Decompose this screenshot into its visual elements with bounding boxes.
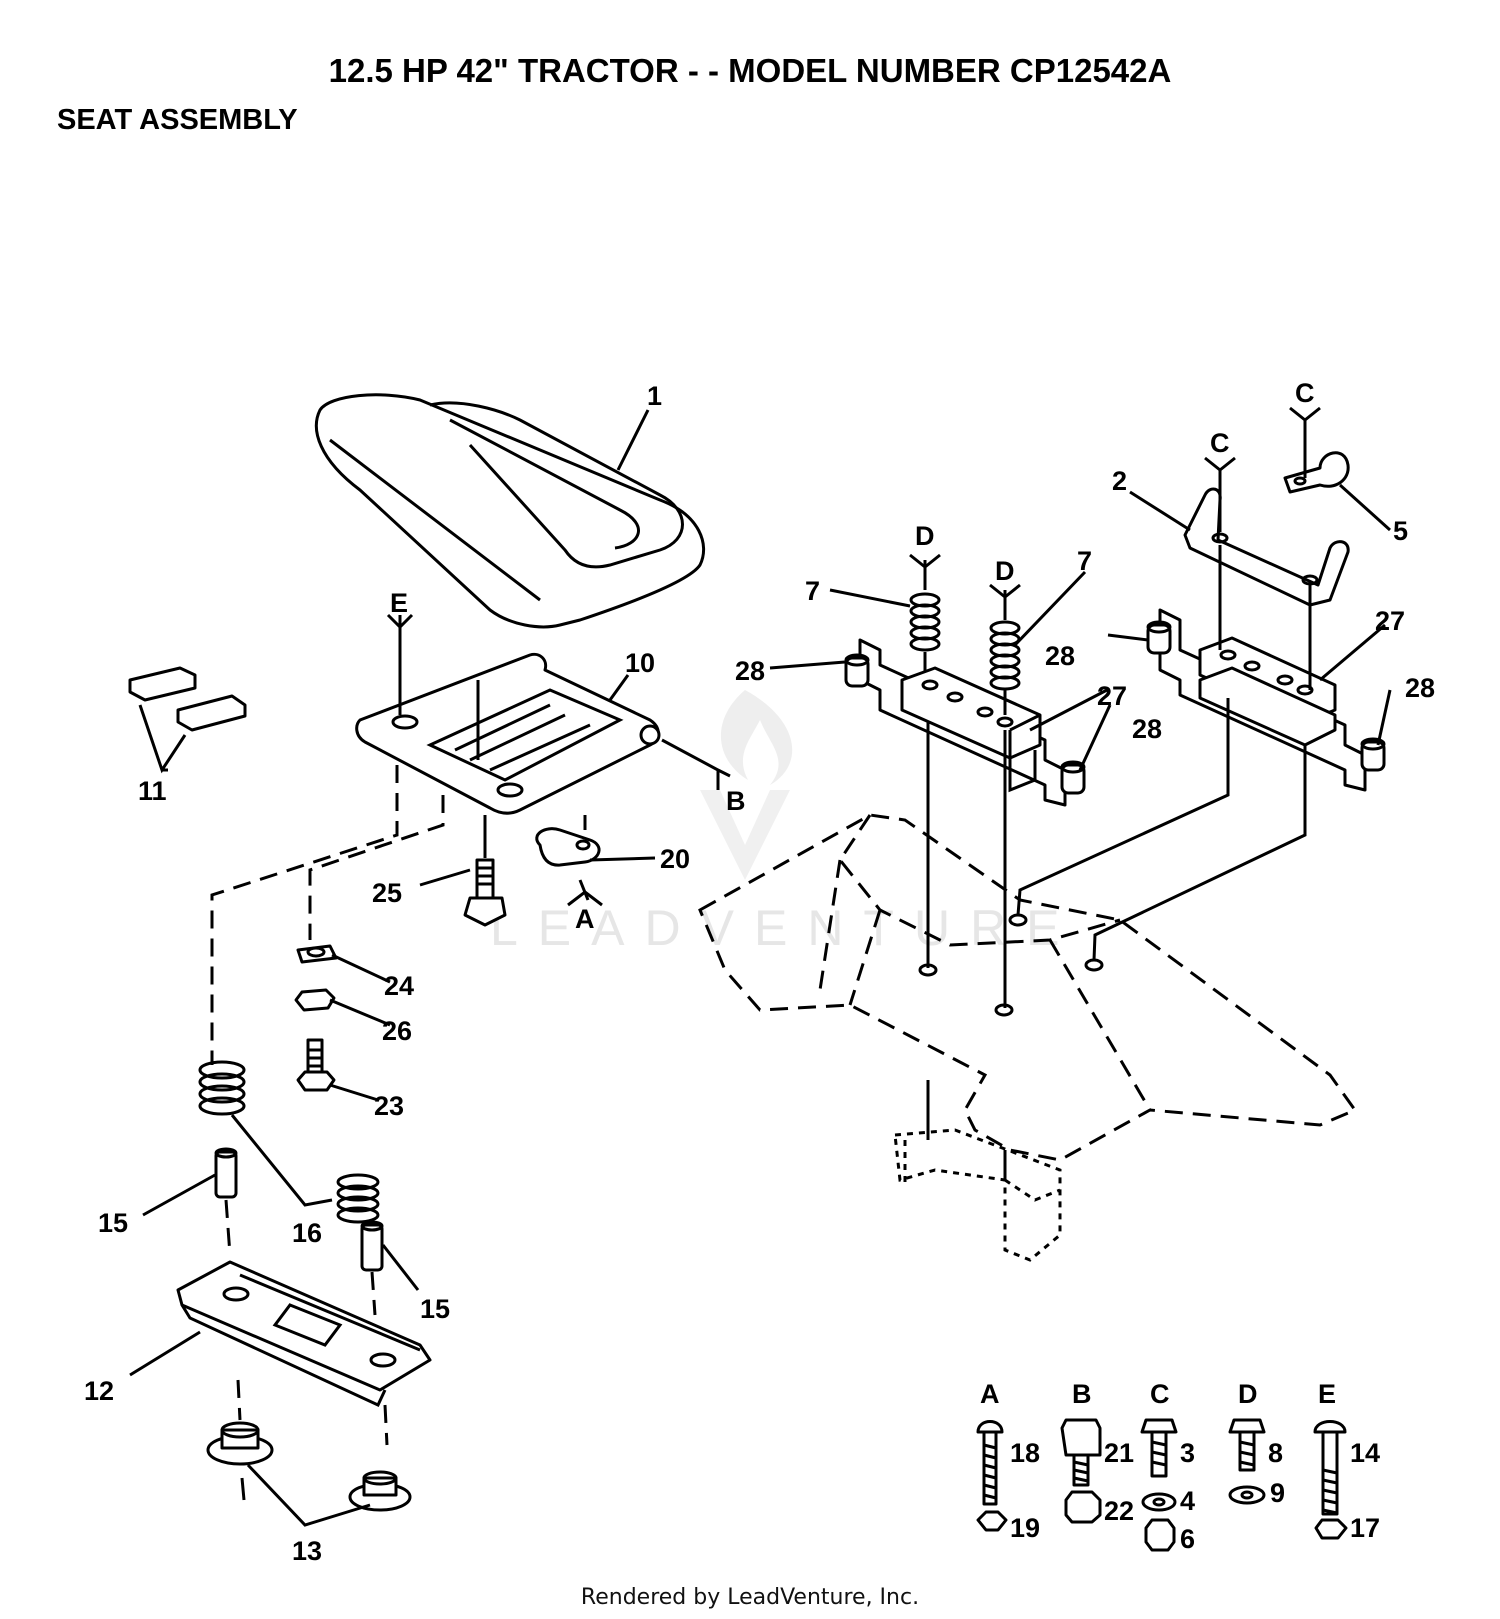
callout-1: 1 bbox=[647, 381, 662, 411]
guide-line-frame-right bbox=[1092, 745, 1307, 961]
callout-28-b: 28 bbox=[1045, 641, 1075, 671]
ref-d2-arrow bbox=[989, 583, 1021, 599]
guide-line-frame-left bbox=[1016, 698, 1230, 916]
ref-d2: D bbox=[995, 556, 1015, 586]
spacer-left bbox=[214, 1147, 238, 1199]
clip-28-a bbox=[844, 653, 870, 688]
ref-e-arrow bbox=[386, 613, 414, 630]
legend-part-17: 17 bbox=[1350, 1513, 1380, 1543]
callout-13: 13 bbox=[292, 1536, 322, 1566]
guide-line-left bbox=[210, 765, 399, 1065]
seat-pads bbox=[128, 666, 247, 774]
page-title: 12.5 HP 42" TRACTOR - - MODEL NUMBER CP1… bbox=[328, 52, 1172, 89]
callout-7-right: 7 bbox=[1077, 546, 1092, 576]
leader-13 bbox=[246, 1463, 371, 1527]
legend-letter-d: D bbox=[1238, 1379, 1258, 1409]
legend-letter-c: C bbox=[1150, 1379, 1170, 1409]
legend-letter-a: A bbox=[980, 1379, 1000, 1409]
callout-16: 16 bbox=[292, 1218, 322, 1248]
legend-part-19: 19 bbox=[1010, 1513, 1040, 1543]
callout-28-d: 28 bbox=[1405, 673, 1435, 703]
guide-line-bracket bbox=[236, 1379, 389, 1446]
ref-e: E bbox=[390, 588, 408, 618]
callout-15-left: 15 bbox=[98, 1208, 128, 1238]
spacer-right bbox=[360, 1220, 384, 1272]
callout-26: 26 bbox=[382, 1016, 412, 1046]
seat-cushion bbox=[314, 393, 706, 629]
ref-c2: C bbox=[1295, 378, 1315, 408]
nut-26 bbox=[294, 988, 336, 1012]
callout-27-left: 27 bbox=[1097, 681, 1127, 711]
legend-part-22: 22 bbox=[1104, 1496, 1134, 1526]
footer-credit: Rendered by LeadVenture, Inc. bbox=[580, 1585, 920, 1610]
callout-2: 2 bbox=[1112, 466, 1127, 496]
callout-10: 10 bbox=[625, 648, 655, 678]
callout-25: 25 bbox=[372, 878, 402, 908]
legend-part-3: 3 bbox=[1180, 1438, 1195, 1468]
bushing-right bbox=[348, 1470, 412, 1512]
legend-letter-e: E bbox=[1318, 1379, 1336, 1409]
callout-11: 11 bbox=[138, 776, 167, 806]
callout-20: 20 bbox=[660, 844, 690, 874]
guide-line-right bbox=[308, 795, 445, 940]
clip-28-c bbox=[1146, 620, 1172, 655]
callout-27-right: 27 bbox=[1375, 606, 1405, 636]
ref-a: A bbox=[575, 904, 595, 934]
callout-28-c: 28 bbox=[1132, 714, 1162, 744]
legend-part-18: 18 bbox=[1010, 1438, 1040, 1468]
spring-7-right bbox=[989, 620, 1021, 691]
ref-d1: D bbox=[915, 521, 935, 551]
p-clip bbox=[1283, 451, 1350, 494]
spring-left bbox=[198, 1060, 246, 1116]
legend-part-9: 9 bbox=[1270, 1478, 1285, 1508]
legend-letter-b: B bbox=[1072, 1379, 1092, 1409]
cable-clip bbox=[535, 815, 601, 901]
callout-7-left: 7 bbox=[805, 576, 820, 606]
tractor-frame-phantom bbox=[698, 813, 1358, 1262]
clip-28-d bbox=[1360, 737, 1386, 772]
callout-leaders bbox=[129, 409, 1392, 1377]
legend-part-8: 8 bbox=[1268, 1438, 1283, 1468]
legend-part-4: 4 bbox=[1180, 1486, 1195, 1516]
clip-28-b bbox=[1060, 760, 1086, 795]
nut-24 bbox=[296, 944, 338, 964]
callout-24: 24 bbox=[384, 971, 414, 1001]
watermark-text: LEADVENTURE bbox=[490, 900, 1080, 956]
seat-pan bbox=[355, 652, 661, 815]
rail-bracket-left bbox=[858, 638, 1067, 807]
watermark-logo bbox=[700, 690, 793, 880]
guide-line-c-right bbox=[1303, 420, 1312, 690]
guide-line-d-left bbox=[923, 560, 930, 1140]
spring-7-left bbox=[909, 592, 941, 652]
legend-part-6: 6 bbox=[1180, 1524, 1195, 1554]
guide-line-spacers bbox=[224, 1199, 377, 1316]
callout-5: 5 bbox=[1393, 516, 1408, 546]
seat-support-bracket bbox=[1183, 487, 1350, 607]
leader-16 bbox=[230, 1114, 333, 1207]
hardware-legend: A 18 19 B 21 22 C 3 4 6 D 8 9 bbox=[976, 1379, 1380, 1554]
legend-part-21: 21 bbox=[1104, 1438, 1134, 1468]
ref-c1-arrow bbox=[1204, 456, 1236, 472]
ref-d1-arrow bbox=[909, 553, 941, 569]
ref-c2-arrow bbox=[1289, 406, 1321, 422]
ref-b: B bbox=[726, 786, 746, 816]
ref-b-arrow bbox=[661, 738, 731, 790]
bolt-23 bbox=[296, 1038, 336, 1092]
callout-23: 23 bbox=[374, 1091, 404, 1121]
guide-line-bushing bbox=[240, 1477, 246, 1501]
legend-part-14: 14 bbox=[1350, 1438, 1380, 1468]
rail-bracket-right bbox=[1158, 608, 1367, 792]
seat-bracket bbox=[176, 1260, 432, 1407]
callout-28-a: 28 bbox=[735, 656, 765, 686]
callout-15-right: 15 bbox=[420, 1294, 450, 1324]
bushing-left bbox=[206, 1421, 274, 1466]
section-title: SEAT ASSEMBLY bbox=[57, 104, 298, 136]
ref-a-arrow bbox=[567, 890, 603, 907]
callout-12: 12 bbox=[84, 1376, 114, 1406]
shoulder-bolt bbox=[463, 815, 507, 927]
spring-right bbox=[336, 1173, 380, 1224]
ref-c1: C bbox=[1210, 428, 1230, 458]
